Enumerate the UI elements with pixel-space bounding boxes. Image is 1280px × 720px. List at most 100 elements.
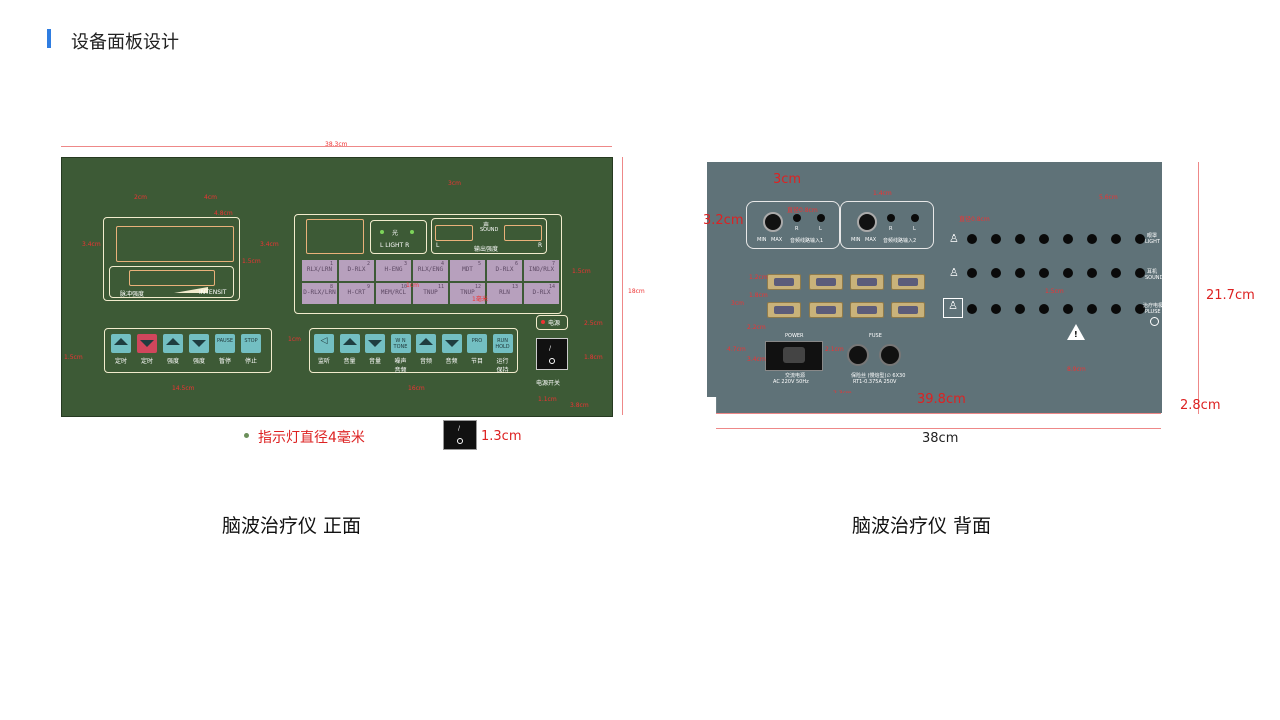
control-button[interactable] xyxy=(137,334,157,353)
mode-cell-label: D-RLX xyxy=(347,266,366,274)
control-button[interactable] xyxy=(163,334,183,353)
audio-2-knob[interactable] xyxy=(857,212,877,232)
audio-1-r: R xyxy=(795,226,799,232)
button-word: PRO xyxy=(471,338,483,344)
control-button[interactable] xyxy=(416,334,436,353)
left-button-group xyxy=(104,328,272,373)
mode-cell-label: D-RLX/LRN xyxy=(303,289,336,297)
output-jack xyxy=(967,234,977,244)
button-word: PAUSE xyxy=(216,338,234,344)
output-jack xyxy=(1063,304,1073,314)
control-button[interactable] xyxy=(339,334,360,353)
output-jack xyxy=(1135,268,1145,278)
db9-pins xyxy=(816,278,836,286)
switch-sample-off xyxy=(457,438,463,444)
control-button[interactable] xyxy=(365,334,385,353)
back-dim-d4: 1.8cm xyxy=(749,292,768,299)
arrow-down-icon xyxy=(368,340,382,347)
pulse-box xyxy=(109,266,234,298)
audio-input-2-box xyxy=(840,201,934,249)
back-panel: MIN MAX R L 音频线路输入1 MIN MAX R L 音频线路输入2 … xyxy=(707,162,1164,397)
control-button[interactable]: ◁ xyxy=(314,334,334,353)
mode-cell-number: 9 xyxy=(366,284,370,290)
audio-2-r: R xyxy=(889,226,893,232)
front-dim-a3: 1.5cm xyxy=(572,268,591,275)
db9-connector xyxy=(767,302,801,318)
front-dim-a18: 1cm xyxy=(406,282,419,289)
front-dim-a16: 1.5cm xyxy=(64,354,83,361)
mode-cell-label: D-RLX xyxy=(495,266,514,274)
back-dim-28: 2.8cm xyxy=(1180,398,1221,413)
output-jack xyxy=(1015,268,1025,278)
front-width-dim: 38.3cm xyxy=(325,141,348,148)
pulse-label: 脉冲强度 xyxy=(120,291,145,298)
switch-off-mark xyxy=(549,358,555,364)
db9-connector xyxy=(850,274,884,290)
output-jack xyxy=(991,304,1001,314)
power-switch-label: 电源开关 xyxy=(536,380,561,387)
output-jack xyxy=(1111,304,1121,314)
control-button[interactable] xyxy=(111,334,131,353)
fuse-holder-2[interactable] xyxy=(879,344,901,366)
back-398-dimline xyxy=(716,413,1161,414)
control-button-label: 暂停 xyxy=(218,358,231,365)
mode-cell-label: MEM/RCL xyxy=(380,289,407,297)
control-button[interactable] xyxy=(441,334,462,353)
sound-word: SOUND xyxy=(480,227,499,233)
mode-cell-label: MDT xyxy=(462,266,473,274)
back-dim-3cm: 3cm xyxy=(773,172,802,187)
control-button-label: 噪声 音频 xyxy=(394,358,407,374)
output-label: 输出强度 xyxy=(474,246,499,253)
arrow-up-icon xyxy=(166,338,180,345)
fuse-label: FUSE xyxy=(869,333,882,339)
audio-1-l: L xyxy=(819,226,822,232)
mode-cell-number: 6 xyxy=(514,261,518,267)
mode-cell-number: 8 xyxy=(329,284,333,290)
back-dim-d3: 1.4cm xyxy=(873,190,892,197)
light-lr-label: L LIGHT R xyxy=(380,242,410,249)
db9-connector xyxy=(891,302,925,318)
pulse-cn: 治疗电极 xyxy=(1143,303,1164,309)
back-height-dimline xyxy=(1198,162,1199,414)
control-button[interactable]: PAUSE xyxy=(215,334,235,353)
light-box xyxy=(370,220,427,254)
control-button[interactable]: W N TONE xyxy=(390,334,411,353)
audio-1-knob[interactable] xyxy=(763,212,783,232)
front-dim-a12: 1.8cm xyxy=(584,354,603,361)
sound-lcd-l xyxy=(435,225,473,241)
intensity-label: INTENSIT xyxy=(199,289,227,296)
fuse-holder-1[interactable] xyxy=(847,344,869,366)
control-button[interactable]: PRO xyxy=(467,334,487,353)
db9-connector xyxy=(809,274,843,290)
control-button[interactable] xyxy=(189,334,209,353)
front-dim-a10: 1cm xyxy=(288,336,301,343)
back-dim-38: 38cm xyxy=(922,431,959,446)
mode-cell-number: 2 xyxy=(366,261,370,267)
control-button[interactable]: RUN HOLD xyxy=(492,334,513,353)
control-button[interactable]: STOP xyxy=(241,334,261,353)
power-inlet-socket xyxy=(783,347,805,363)
output-jack xyxy=(1015,234,1025,244)
db9-connector xyxy=(891,274,925,290)
output-jack xyxy=(1039,234,1049,244)
page-title: 设备面板设计 xyxy=(71,32,179,53)
header-accent-bar xyxy=(47,29,51,48)
output-jack xyxy=(1111,268,1121,278)
mode-cell-number: 5 xyxy=(477,261,481,267)
output-jack xyxy=(967,268,977,278)
power-switch[interactable]: / xyxy=(536,338,568,370)
